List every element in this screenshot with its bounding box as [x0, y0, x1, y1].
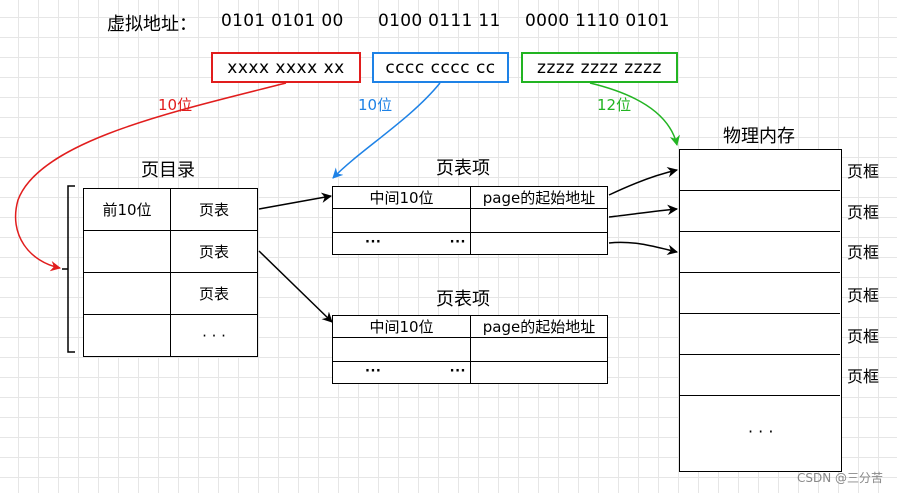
frame-label: 页框	[847, 203, 880, 222]
table-row	[332, 337, 608, 362]
table-cell	[470, 361, 608, 384]
frame-label: 页框	[847, 162, 880, 181]
table-cell	[83, 272, 171, 315]
virtual-address-label: 虚拟地址：	[107, 14, 197, 35]
ellipsis-right: ···	[449, 235, 466, 250]
page-directory-table: 前10位 页表 页表 页表 · · ·	[83, 188, 258, 357]
physical-memory-ellipsis: · · ·	[748, 422, 774, 441]
ellipsis-left: ···	[365, 364, 382, 379]
table-cell: · · ·	[170, 314, 258, 357]
arrow-directory-index	[14, 82, 287, 272]
page-frame	[680, 191, 840, 232]
table-cell: ··· ···	[332, 361, 471, 384]
physical-memory-title: 物理内存	[723, 126, 795, 147]
arrow-dir-to-pte1	[258, 192, 333, 210]
table-bits-label: 10位	[358, 96, 393, 114]
directory-bracket	[67, 185, 75, 353]
frame-label: 页框	[847, 367, 880, 386]
table-cell: 页表	[170, 188, 258, 231]
ellipsis-left: ···	[365, 235, 382, 250]
page-table-entry-table-1: 中间10位 page的起始地址 ··· ···	[332, 186, 608, 255]
page-directory-title: 页目录	[141, 160, 195, 181]
table-row: ··· ···	[332, 232, 608, 255]
table-row: 页表	[83, 272, 258, 315]
table-row: 页表	[83, 230, 258, 273]
table-cell	[470, 208, 608, 233]
table-cell: 中间10位	[332, 315, 471, 338]
table-cell: 页表	[170, 272, 258, 315]
arrow-table-index	[332, 82, 441, 179]
arrow-pte-to-frame-1	[608, 166, 679, 196]
page-table-entry-table-2: 中间10位 page的起始地址 ··· ···	[332, 315, 608, 384]
table-row: 前10位 页表	[83, 188, 258, 231]
directory-index-field: xxxx xxxx xx	[211, 52, 361, 83]
offset-text: zzzz zzzz zzzz	[537, 57, 662, 78]
offset-bits-label: 12位	[597, 96, 632, 114]
arrow-offset	[589, 82, 680, 147]
table-cell	[470, 337, 608, 362]
page-frame	[680, 273, 840, 314]
frame-label: 页框	[847, 286, 880, 305]
table-cell: ··· ···	[332, 232, 471, 255]
page-frame	[680, 232, 840, 273]
table-row: · · ·	[83, 314, 258, 357]
watermark: CSDN @三分苦	[796, 471, 883, 485]
page-frame	[680, 355, 840, 396]
va-segment-offset: 0000 1110 0101	[525, 11, 670, 31]
page-frame	[680, 150, 840, 191]
arrow-pte-to-frame-3	[608, 241, 679, 255]
page-table-entry-title-2: 页表项	[436, 289, 490, 310]
table-row	[332, 208, 608, 233]
frame-label: 页框	[847, 327, 880, 346]
physical-memory-block: · · ·	[679, 149, 842, 472]
table-row: 中间10位 page的起始地址	[332, 315, 608, 338]
table-index-text: cccc cccc cc	[385, 57, 496, 78]
table-cell: 页表	[170, 230, 258, 273]
va-segment-table: 0100 0111 11	[378, 11, 501, 31]
table-cell: 前10位	[83, 188, 171, 231]
arrow-pte-to-frame-2	[608, 204, 679, 218]
directory-index-text: xxxx xxxx xx	[227, 57, 345, 78]
table-row: ··· ···	[332, 361, 608, 384]
table-row: 中间10位 page的起始地址	[332, 186, 608, 209]
frame-label: 页框	[847, 243, 880, 262]
arrow-dir-to-pte2	[258, 250, 333, 323]
page-frame	[680, 314, 840, 355]
ellipsis-right: ···	[449, 364, 466, 379]
table-index-field: cccc cccc cc	[372, 52, 509, 83]
offset-field: zzzz zzzz zzzz	[521, 52, 678, 83]
table-cell	[470, 232, 608, 255]
va-segment-directory: 0101 0101 00	[221, 11, 344, 31]
page-table-entry-title-1: 页表项	[436, 158, 490, 179]
